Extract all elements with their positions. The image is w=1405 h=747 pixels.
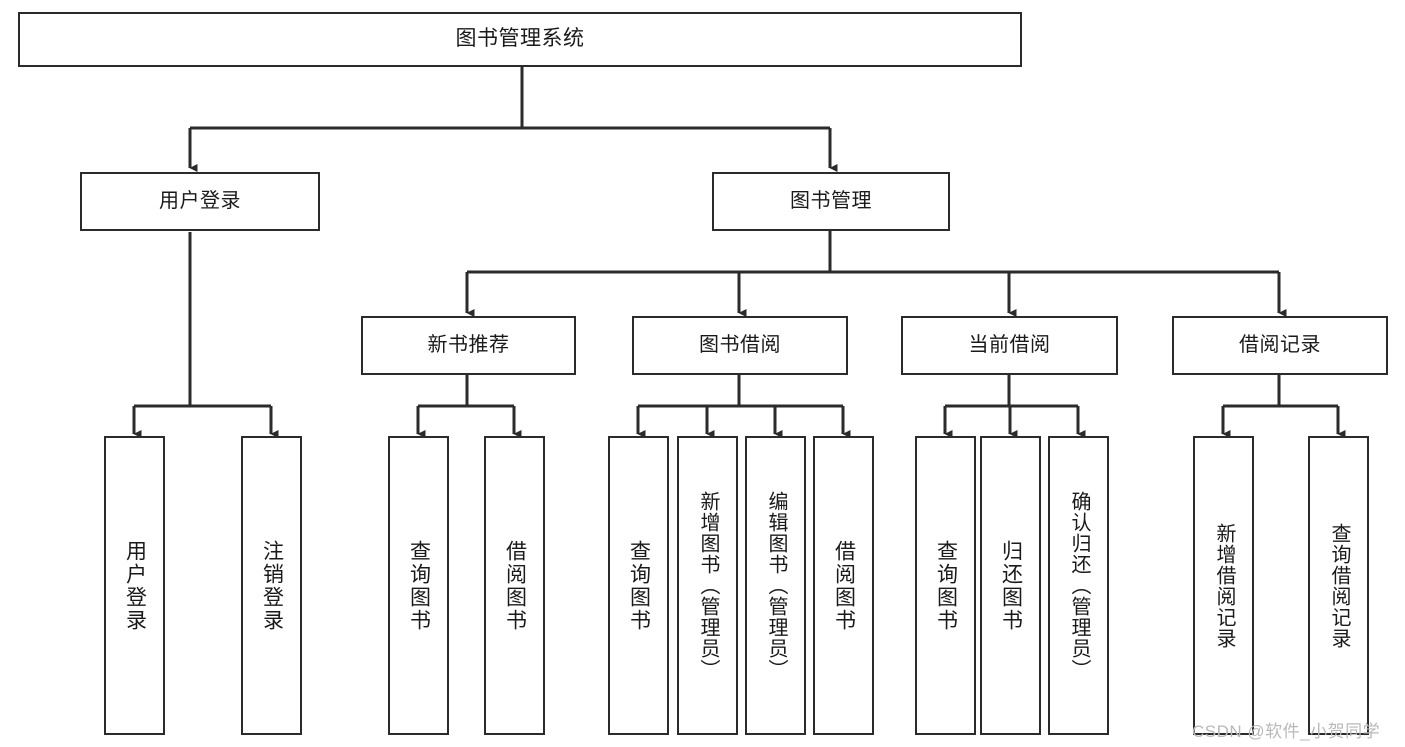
- leaf-query-book-3-label: 查询图书: [934, 539, 958, 632]
- node-user-login[interactable]: 用户登录: [80, 172, 320, 231]
- leaf-return-book-label: 归还图书: [999, 539, 1023, 632]
- node-root[interactable]: 图书管理系统: [18, 12, 1022, 67]
- leaf-query-book-2-label: 查询图书: [627, 539, 651, 632]
- node-book-borrow[interactable]: 图书借阅: [632, 316, 848, 375]
- leaf-user-login-label: 用户登录: [123, 539, 147, 632]
- leaf-borrow-book-2-label: 借阅图书: [832, 539, 856, 632]
- node-new-book-recommend[interactable]: 新书推荐: [361, 316, 576, 375]
- node-current-borrow-label: 当前借阅: [968, 333, 1051, 356]
- leaf-add-record-label: 新增借阅记录: [1213, 522, 1235, 649]
- leaf-user-login[interactable]: 用户登录: [104, 436, 165, 735]
- csdn-watermark: CSDN @软件_小贺同学: [1192, 722, 1381, 741]
- leaf-add-record[interactable]: 新增借阅记录: [1193, 436, 1254, 735]
- node-borrow-record[interactable]: 借阅记录: [1172, 316, 1388, 375]
- leaf-query-book-2[interactable]: 查询图书: [608, 436, 669, 735]
- leaf-query-book-3[interactable]: 查询图书: [915, 436, 976, 735]
- leaf-edit-book[interactable]: 编辑图书（管理员）: [745, 436, 806, 735]
- node-root-label: 图书管理系统: [455, 27, 585, 51]
- leaf-logout[interactable]: 注销登录: [241, 436, 302, 735]
- node-user-login-label: 用户登录: [159, 189, 241, 212]
- node-book-borrow-label: 图书借阅: [699, 333, 781, 356]
- leaf-query-book-1[interactable]: 查询图书: [388, 436, 449, 735]
- leaf-borrow-book-1-label: 借阅图书: [503, 539, 527, 632]
- leaf-confirm-return[interactable]: 确认归还（管理员）: [1048, 436, 1109, 735]
- leaf-return-book[interactable]: 归还图书: [980, 436, 1041, 735]
- node-current-borrow[interactable]: 当前借阅: [901, 316, 1118, 375]
- leaf-add-book[interactable]: 新增图书（管理员）: [677, 436, 738, 735]
- node-borrow-record-label: 借阅记录: [1239, 333, 1321, 356]
- leaf-borrow-book-2[interactable]: 借阅图书: [813, 436, 874, 735]
- leaf-logout-label: 注销登录: [260, 539, 284, 632]
- leaf-query-book-1-label: 查询图书: [407, 539, 431, 632]
- node-book-management-label: 图书管理: [790, 189, 872, 212]
- node-new-book-recommend-label: 新书推荐: [427, 333, 510, 356]
- leaf-borrow-book-1[interactable]: 借阅图书: [484, 436, 545, 735]
- leaf-edit-book-label: 编辑图书（管理员）: [765, 491, 787, 680]
- leaf-add-book-label: 新增图书（管理员）: [697, 491, 719, 680]
- node-book-management[interactable]: 图书管理: [712, 172, 950, 231]
- leaf-confirm-return-label: 确认归还（管理员）: [1068, 491, 1090, 680]
- leaf-query-record[interactable]: 查询借阅记录: [1308, 436, 1369, 735]
- leaf-query-record-label: 查询借阅记录: [1328, 522, 1350, 649]
